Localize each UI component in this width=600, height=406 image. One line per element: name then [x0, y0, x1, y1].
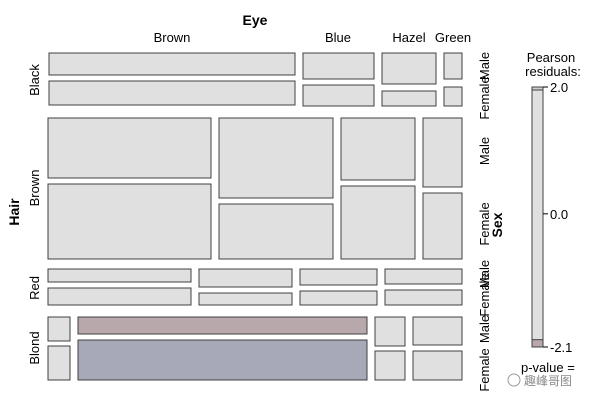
- tile-black-hazel-female: [381, 90, 437, 107]
- y-axis-title: Hair: [6, 198, 22, 226]
- tile-black-blue-male: [302, 52, 375, 80]
- sex-label-brown-female: Female: [477, 202, 492, 245]
- eye-label-blue: Blue: [325, 30, 351, 45]
- legend-color-bar: [531, 86, 544, 348]
- tile-black-green-male: [443, 52, 463, 80]
- legend-tick-label: 0.0: [550, 207, 568, 222]
- sex-label-blond-male: Male: [477, 315, 492, 343]
- tile-blond-brown-female: [47, 345, 71, 381]
- sex-label-black-male: Male: [477, 52, 492, 80]
- sex-axis-title: Sex: [489, 212, 505, 237]
- tile-blond-green-female: [412, 350, 463, 381]
- tile-brown-hazel-male: [340, 117, 416, 181]
- hair-label-blond: Blond: [27, 331, 42, 364]
- eye-label-hazel: Hazel: [392, 30, 425, 45]
- eye-label-brown: Brown: [154, 30, 191, 45]
- hair-label-red: Red: [27, 276, 42, 300]
- legend-positive-segment: [531, 86, 544, 91]
- tile-brown-brown-female: [47, 183, 212, 260]
- sex-label-red-female: Female: [477, 273, 492, 316]
- tile-blond-blue-female: [77, 339, 368, 381]
- x-axis-title: Eye: [243, 12, 268, 28]
- tile-red-green-female: [384, 289, 463, 306]
- tile-blond-blue-male: [77, 316, 368, 335]
- tile-red-brown-female: [47, 287, 192, 306]
- tile-black-hazel-male: [381, 52, 437, 85]
- tile-brown-blue-female: [218, 203, 334, 260]
- tile-black-green-female: [443, 86, 463, 107]
- hair-label-black: Black: [27, 64, 42, 96]
- sex-label-blond-female: Female: [477, 348, 492, 391]
- watermark: 趣峰哥图: [507, 373, 572, 388]
- tile-brown-hazel-female: [340, 185, 416, 260]
- watermark-icon: [507, 373, 521, 387]
- tile-brown-green-female: [422, 192, 463, 260]
- tile-brown-brown-male: [47, 117, 212, 179]
- tile-red-brown-male: [47, 268, 192, 283]
- tile-red-blue-male: [198, 268, 293, 288]
- tile-red-hazel-male: [299, 268, 378, 286]
- legend-tick-label: 2.0: [550, 80, 568, 95]
- legend-pvalue: p-value =: [521, 360, 575, 375]
- tile-red-green-male: [384, 268, 463, 285]
- legend-title-line1: Pearson: [527, 50, 575, 65]
- sex-label-red-male: Male: [477, 260, 492, 288]
- sex-label-brown-male: Male: [477, 137, 492, 165]
- legend-title-line2: residuals:: [525, 64, 581, 79]
- tile-blond-green-male: [412, 316, 463, 346]
- legend-scale: 2.0 0.0 -2.1: [531, 80, 572, 355]
- tile-blond-hazel-female: [374, 350, 406, 381]
- sex-label-black-female: Female: [477, 76, 492, 119]
- tile-black-brown-female: [48, 80, 296, 106]
- tile-black-blue-female: [302, 84, 375, 107]
- tile-brown-blue-male: [218, 117, 334, 199]
- legend-tick-label: -2.1: [550, 340, 572, 355]
- tile-red-hazel-female: [299, 290, 378, 306]
- tile-blond-brown-male: [47, 316, 71, 342]
- tile-black-brown-male: [48, 52, 296, 76]
- tile-red-blue-female: [198, 292, 293, 306]
- watermark-text: 趣峰哥图: [524, 373, 572, 388]
- legend-negative-segment: [531, 339, 544, 348]
- mosaic-tiles: [47, 52, 463, 381]
- hair-label-brown: Brown: [27, 170, 42, 207]
- tile-brown-green-male: [422, 117, 463, 188]
- tile-blond-hazel-male: [374, 316, 406, 347]
- eye-label-green: Green: [435, 30, 471, 45]
